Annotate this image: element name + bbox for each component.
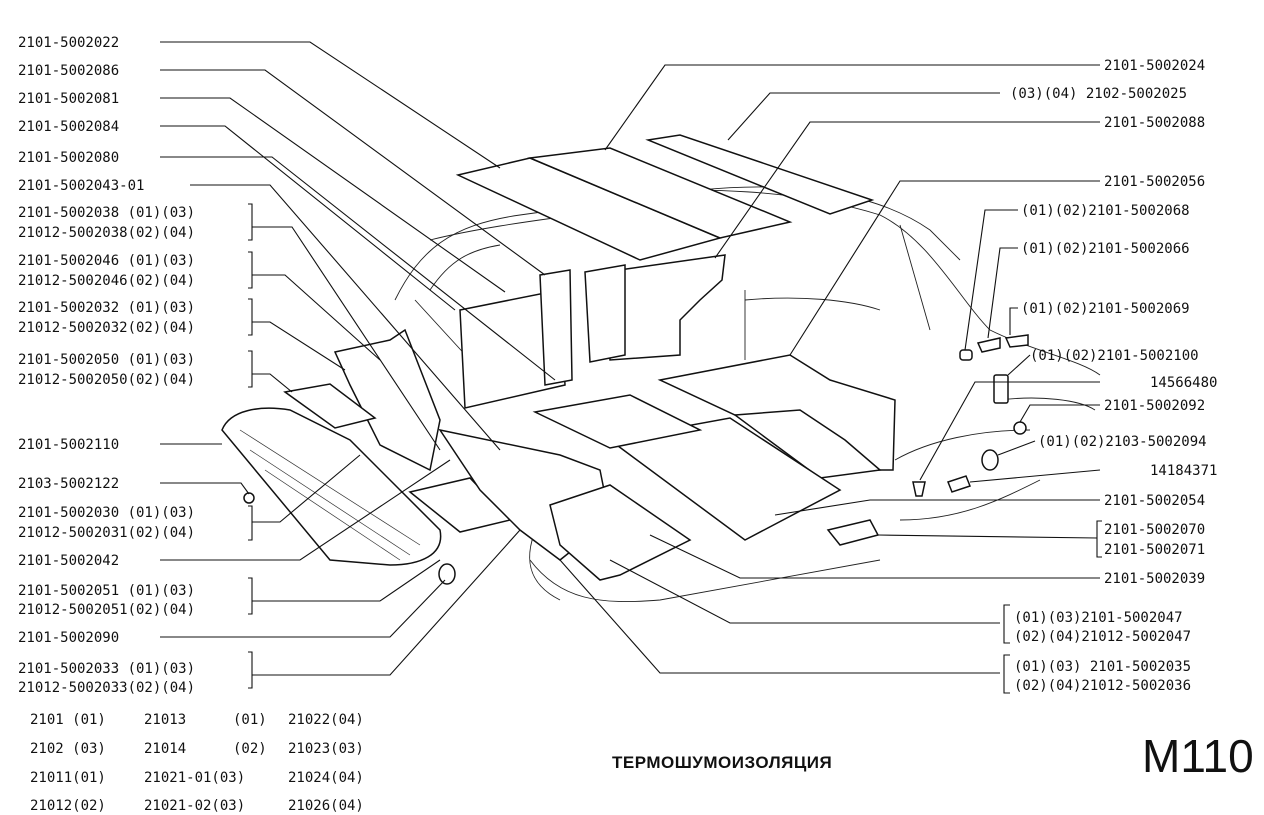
callout-2101-5002050: 2101-5002050 (01)(03) <box>18 352 195 368</box>
legend-r0-c1: 21013 <box>144 712 186 728</box>
clip-14184371 <box>947 475 971 493</box>
page-code: М110 <box>1142 730 1254 782</box>
callout-2101-5002030: 2101-5002030 (01)(03) <box>18 505 195 521</box>
page-title: ТЕРМОШУМОИЗОЛЯЦИЯ <box>612 753 832 772</box>
bonnet-pad <box>221 407 442 566</box>
callout-2101-5002039: 2101-5002039 <box>1104 571 1205 587</box>
legend-r2-c2: 21024(04) <box>288 770 364 786</box>
callout-2101-5002033: 2101-5002033 (01)(03) <box>18 661 195 677</box>
pad-2101-5002069 <box>1004 334 1029 348</box>
callout-2101-5002084: 2101-5002084 <box>18 119 119 135</box>
callout-21012-5002031: 21012-5002031(02)(04) <box>18 525 195 541</box>
callout-2101-5002086: 2101-5002086 <box>18 63 119 79</box>
legend-r0-c3: 21022(04) <box>288 712 364 728</box>
legend-r3-c0: 21012(02) <box>30 798 106 814</box>
plug-2101-5002092 <box>1013 421 1027 435</box>
legend-r0-c2: (01) <box>233 712 267 728</box>
callout-21012-5002032: 21012-5002032(02)(04) <box>18 320 195 336</box>
callout-2101-5002032: 2101-5002032 (01)(03) <box>18 300 195 316</box>
callout-2101-5002071: 2101-5002071 <box>1104 542 1205 558</box>
callout-2101-5002100: (01)(02)2101-5002100 <box>1030 348 1199 364</box>
callout-21012-5002033: 21012-5002033(02)(04) <box>18 680 195 696</box>
callout-2101-5002038: 2101-5002038 (01)(03) <box>18 205 195 221</box>
callout-2101-5002054: 2101-5002054 <box>1104 493 1205 509</box>
leader-lines <box>160 41 1101 676</box>
pad-2101-5002100 <box>993 374 1009 404</box>
callout-21012-5002047: (02)(04)21012-5002047 <box>1014 629 1191 645</box>
callout-14566480: 14566480 <box>1150 375 1217 391</box>
left-callouts: 2101-5002022 2101-5002086 2101-5002081 2… <box>18 35 195 696</box>
door-panel-mid <box>539 269 573 386</box>
legend-r1-c2: (02) <box>233 741 267 757</box>
plug-2103-5002122 <box>243 492 255 504</box>
roof-rear-strip <box>645 134 875 215</box>
door-panel-left <box>459 289 566 409</box>
legend-r1-c0: 2102 (03) <box>30 741 106 757</box>
callout-21012-5002051: 21012-5002051(02)(04) <box>18 602 195 618</box>
legend-r2-c0: 21011(01) <box>30 770 106 786</box>
pad-2101-5002070 <box>826 519 880 546</box>
plug-2101-5002090 <box>438 563 456 585</box>
callout-2101-5002069: (01)(02)2101-5002069 <box>1021 301 1190 317</box>
callout-2101-5002066: (01)(02)2101-5002066 <box>1021 241 1190 257</box>
callout-2101-5002092: 2101-5002092 <box>1104 398 1205 414</box>
right-callouts: 2101-5002024 (03)(04) 2102-5002025 2101-… <box>1010 58 1217 694</box>
legend-r1-c1: 21014 <box>144 741 186 757</box>
legend-r3-c1: 21021-02(03) <box>144 798 245 814</box>
clip-14566480 <box>912 481 926 497</box>
callout-2101-5002070: 2101-5002070 <box>1104 522 1205 538</box>
legend-r3-c2: 21026(04) <box>288 798 364 814</box>
rear-shelf-panel <box>604 254 726 361</box>
pad-2101-5002066 <box>976 337 1001 353</box>
callout-21012-5002038: 21012-5002038(02)(04) <box>18 225 195 241</box>
callout-21012-5002050: 21012-5002050(02)(04) <box>18 372 195 388</box>
callout-21012-5002046: 21012-5002046(02)(04) <box>18 273 195 289</box>
callout-2101-5002080: 2101-5002080 <box>18 150 119 166</box>
callout-2101-5002056: 2101-5002056 <box>1104 174 1205 190</box>
callout-2101-5002068: (01)(02)2101-5002068 <box>1021 203 1190 219</box>
firewall-panel <box>333 328 441 472</box>
callout-2101-5002051: 2101-5002051 (01)(03) <box>18 583 195 599</box>
callout-2101-5002090: 2101-5002090 <box>18 630 119 646</box>
legend-r1-c3: 21023(03) <box>288 741 364 757</box>
callout-2101-5002022: 2101-5002022 <box>18 35 119 51</box>
model-legend: 2101 (01) 21013 (01) 21022(04) 2102 (03)… <box>30 712 364 814</box>
roof-panel-section <box>527 147 793 239</box>
tunnel-mat <box>532 394 703 449</box>
callout-2101-5002024: 2101-5002024 <box>1104 58 1205 74</box>
callout-14184371: 14184371 <box>1150 463 1217 479</box>
callout-2102-5002025: (03)(04) 2102-5002025 <box>1010 86 1187 102</box>
plug-2103-5002094 <box>981 449 999 471</box>
callout-2101-5002047: (01)(03)2101-5002047 <box>1014 610 1183 626</box>
callout-2101-5002088: 2101-5002088 <box>1104 115 1205 131</box>
callout-2101-5002081: 2101-5002081 <box>18 91 119 107</box>
callout-2101-5002035: (01)(03) 2101-5002035 <box>1014 659 1191 675</box>
callout-2103-5002122: 2103-5002122 <box>18 476 119 492</box>
callout-2101-5002043-01: 2101-5002043-01 <box>18 178 144 194</box>
callout-2101-5002042: 2101-5002042 <box>18 553 119 569</box>
callout-2101-5002046: 2101-5002046 (01)(03) <box>18 253 195 269</box>
insulation-parts <box>221 134 1029 585</box>
front-footwell-mat <box>549 484 692 581</box>
label-brackets <box>248 203 1102 694</box>
plug-2101-5002068 <box>959 349 973 361</box>
legend-r2-c1: 21021-01(03) <box>144 770 245 786</box>
callout-2103-5002094: (01)(02)2103-5002094 <box>1038 434 1207 450</box>
dash-panel <box>283 383 377 429</box>
rear-pillar-panel <box>584 264 626 363</box>
callout-2101-5002110: 2101-5002110 <box>18 437 119 453</box>
callout-21012-5002036: (02)(04)21012-5002036 <box>1014 678 1191 694</box>
legend-r0-c0: 2101 (01) <box>30 712 106 728</box>
